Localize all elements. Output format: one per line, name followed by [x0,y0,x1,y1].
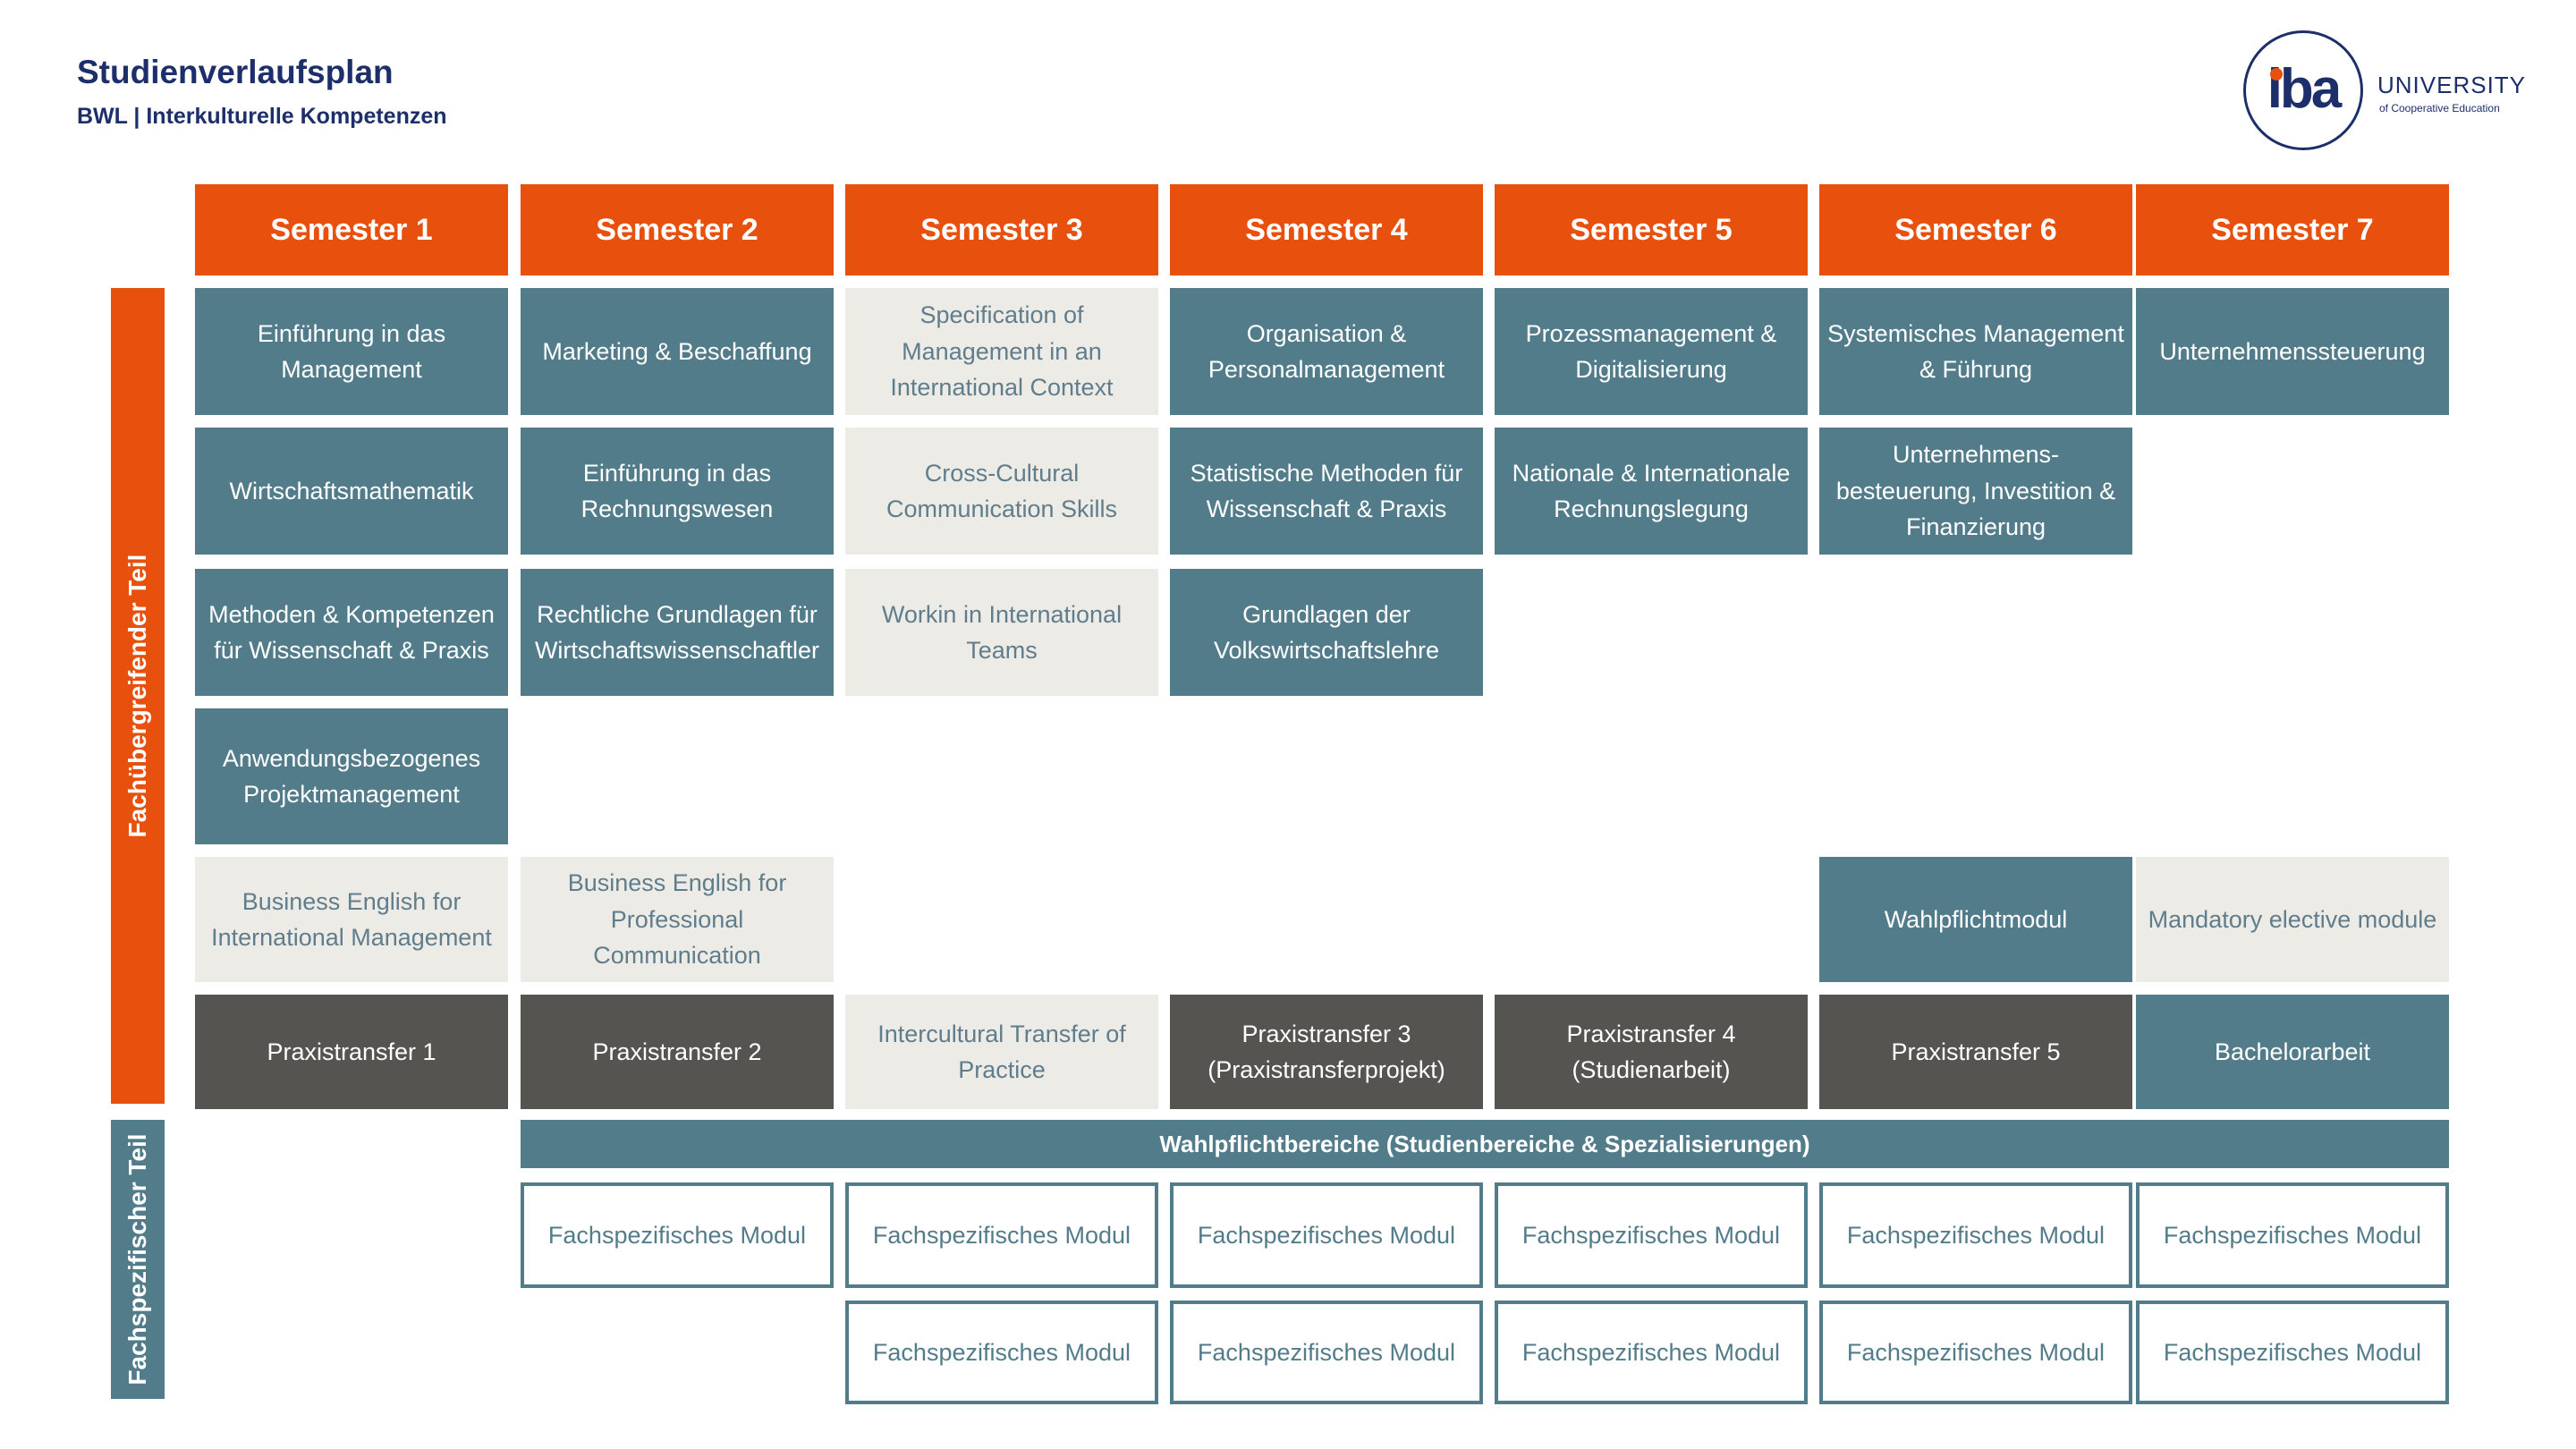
specific-module-cell: Fachspezifisches Modul [845,1182,1158,1288]
specific-module-cell: Fachspezifisches Modul [521,1182,834,1288]
module-cell: Unternehmens-besteuerung, Investition & … [1819,428,2132,555]
specific-module-cell: Fachspezifisches Modul [2136,1182,2449,1288]
specific-module-cell: Fachspezifisches Modul [1170,1301,1483,1404]
module-cell: Marketing & Beschaffung [521,288,834,415]
module-cell: Wahlpflichtmodul [1819,857,2132,982]
logo-dot-icon [2270,68,2283,80]
module-cell: Prozessmanagement & Digitalisierung [1495,288,1808,415]
specific-module-cell: Fachspezifisches Modul [2136,1301,2449,1404]
module-cell: Unternehmenssteuerung [2136,288,2449,415]
module-cell: Specification of Management in an Intern… [845,288,1158,415]
module-cell: Praxistransfer 2 [521,995,834,1109]
semester-header-5: Semester 5 [1495,184,1808,275]
university-logo: iba UNIVERSITY of Cooperative Education [2243,30,2547,156]
module-cell: Intercultural Transfer of Practice [845,995,1158,1109]
module-cell: Business English for Professional Commun… [521,857,834,982]
page-subtitle: BWL | Interkulturelle Kompetenzen [77,104,447,129]
specific-module-cell: Fachspezifisches Modul [1819,1182,2132,1288]
semester-header-6: Semester 6 [1819,184,2132,275]
module-cell: Praxistransfer 3 (Praxistransferprojekt) [1170,995,1483,1109]
module-cell: Praxistransfer 1 [195,995,508,1109]
module-cell: Wirtschaftsmathematik [195,428,508,555]
specific-module-cell: Fachspezifisches Modul [1170,1182,1483,1288]
module-cell: Praxistransfer 4 (Studienarbeit) [1495,995,1808,1109]
module-cell: Einführung in das Management [195,288,508,415]
module-cell: Bachelorarbeit [2136,995,2449,1109]
module-cell: Rechtliche Grundlagen für Wirtschaftswis… [521,569,834,696]
side-label-fachspezifisch: Fachspezifischer Teil [111,1120,165,1399]
module-cell: Business English for International Manag… [195,857,508,982]
logo-mark: iba [2267,58,2343,120]
module-cell: Statistische Methoden für Wissenschaft &… [1170,428,1483,555]
specific-module-cell: Fachspezifisches Modul [845,1301,1158,1404]
side-label-fachspezifisch-text: Fachspezifischer Teil [123,1133,151,1385]
module-cell: Grundlagen der Volkswirtschaftslehre [1170,569,1483,696]
semester-header-3: Semester 3 [845,184,1158,275]
module-cell: Anwendungsbezogenes Projektmanagement [195,708,508,844]
specific-module-cell: Fachspezifisches Modul [1819,1301,2132,1404]
module-cell: Workin in International Teams [845,569,1158,696]
module-cell: Praxistransfer 5 [1819,995,2132,1109]
specific-module-cell: Fachspezifisches Modul [1495,1301,1808,1404]
module-cell: Mandatory elective module [2136,857,2449,982]
logo-circle [2243,30,2363,150]
module-cell: Systemisches Management & Führung [1819,288,2132,415]
side-label-fachuebergreifend: Fachübergreifender Teil [111,288,165,1104]
elective-band: Wahlpflichtbereiche (Studienbereiche & S… [521,1120,2449,1168]
logo-wordmark: UNIVERSITY [2377,72,2527,98]
module-cell: Nationale & Internationale Rechnungslegu… [1495,428,1808,555]
module-cell: Organisation & Personalmanagement [1170,288,1483,415]
logo-tagline: of Cooperative Education [2379,102,2500,114]
module-cell: Cross-Cultural Communication Skills [845,428,1158,555]
semester-header-7: Semester 7 [2136,184,2449,275]
page-title: Studienverlaufsplan [77,54,394,90]
semester-header-1: Semester 1 [195,184,508,275]
semester-header-4: Semester 4 [1170,184,1483,275]
semester-header-2: Semester 2 [521,184,834,275]
module-cell: Einführung in das Rechnungswesen [521,428,834,555]
module-cell: Methoden & Kompetenzen für Wissenschaft … [195,569,508,696]
specific-module-cell: Fachspezifisches Modul [1495,1182,1808,1288]
side-label-fachuebergreifend-text: Fachübergreifender Teil [123,554,151,838]
